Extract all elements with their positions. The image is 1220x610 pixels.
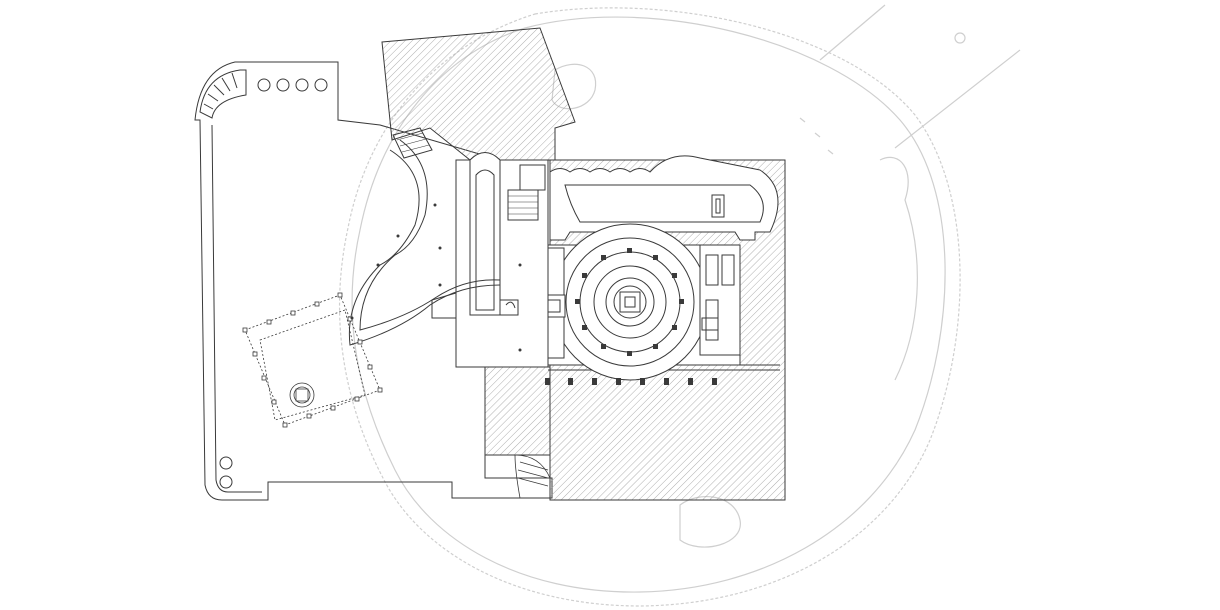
landscape-contours: [338, 4, 1021, 607]
southwest-stair: [514, 454, 551, 499]
terrace-step-lines: [203, 72, 238, 110]
ramp-markers: [350, 203, 522, 352]
rotunda-altar: [619, 291, 641, 313]
contour-path-east: [894, 49, 1021, 149]
terrace-step-arc: [199, 69, 247, 119]
ramp-stair-treads: [396, 132, 430, 153]
north-wedge-building: [381, 27, 576, 161]
outer-contour-ring: [351, 16, 946, 593]
stair-treads: [508, 195, 538, 215]
east-chambers: [699, 244, 741, 356]
rotunda-columns: [575, 248, 684, 356]
rotunda-core: [605, 277, 655, 327]
curving-ramp: [348, 127, 501, 346]
terrace-inner-edge: [211, 124, 262, 493]
planter-5: [219, 456, 233, 470]
pavilion-posts: [242, 292, 383, 428]
planter-1: [257, 78, 271, 92]
contour-path-ne: [819, 4, 886, 61]
entrance-doorway: [499, 299, 519, 316]
rotunda-ambulatory: [565, 237, 695, 367]
contour-dot: [954, 32, 966, 44]
inner-contour-ring: [338, 7, 961, 607]
planter-3: [295, 78, 309, 92]
gallery-niche: [711, 194, 725, 218]
entrance-apse: [469, 152, 501, 316]
contour-blob-east: [879, 156, 918, 381]
north-curved-gallery: [549, 155, 779, 241]
pavilion-gazebo: [289, 382, 315, 408]
south-colonnade: [545, 378, 717, 385]
rotunda-inner-ring: [593, 265, 667, 339]
contour-blob-south: [679, 496, 741, 548]
entrance-pavilion: [455, 152, 549, 368]
planter-4: [314, 78, 328, 92]
ramp-stair: [392, 127, 433, 159]
east-stair: [701, 317, 719, 331]
tilted-pavilion: [242, 292, 383, 428]
rotunda: [551, 223, 709, 381]
south-hatched-block: [484, 366, 551, 456]
planter-6: [219, 475, 233, 489]
planter-2: [276, 78, 290, 92]
